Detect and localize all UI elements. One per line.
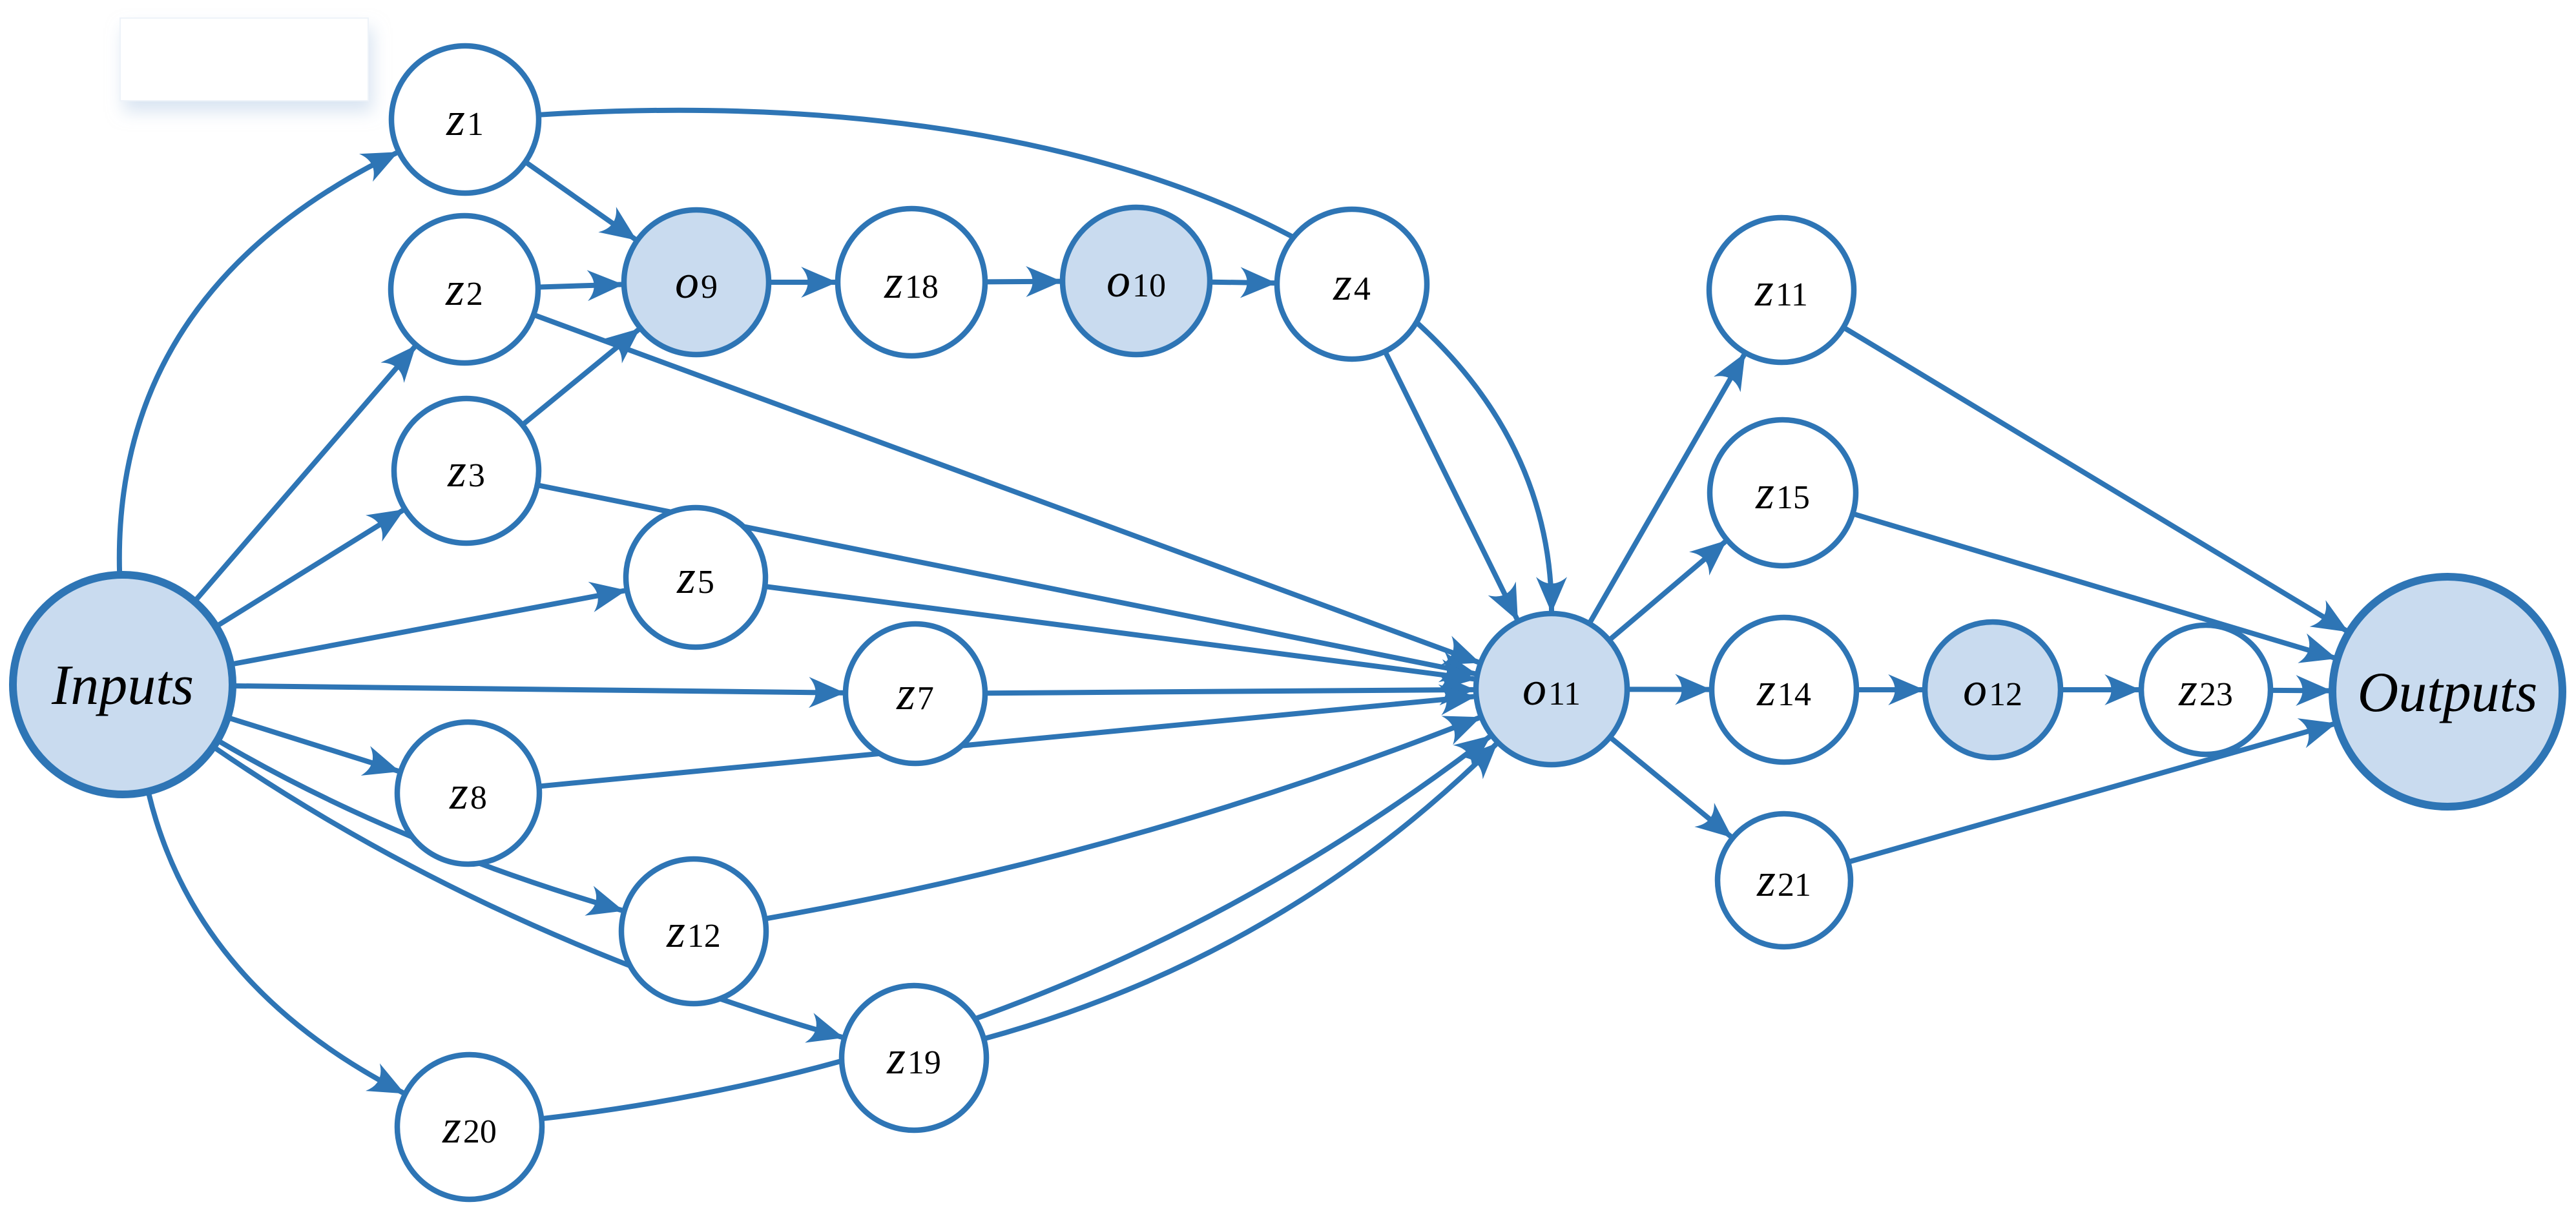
node-outputs-label: Outputs (2358, 661, 2538, 724)
edge-z5-o11 (765, 584, 1477, 690)
node-z20-label: z20 (442, 1101, 497, 1153)
node-z21: z21 (1714, 811, 1854, 950)
node-z5-label: z5 (676, 551, 714, 604)
node-z2: z2 (388, 212, 541, 366)
edge-z8-o11 (540, 684, 1476, 789)
node-o11-circle (1473, 610, 1630, 768)
node-z4: z4 (1274, 206, 1430, 362)
node-z4-circle (1274, 206, 1430, 362)
node-z18-circle (835, 205, 988, 359)
edge-z23-outputs (2271, 675, 2332, 707)
node-inputs-label: Inputs (51, 654, 194, 717)
node-o9-circle (621, 207, 772, 358)
node-o10-label: o10 (1106, 254, 1166, 307)
node-z15: z15 (1707, 417, 1859, 569)
node-z23-circle (2138, 622, 2274, 758)
node-z14-circle (1709, 614, 1860, 765)
node-z5: z5 (623, 504, 769, 650)
node-z18: z18 (835, 205, 988, 359)
node-z3-label: z3 (447, 444, 485, 497)
edge-inputs-z7 (233, 677, 846, 708)
edge-z12-o11 (765, 715, 1481, 922)
edge-z1-o9 (525, 160, 637, 242)
edge-z3-o9 (521, 327, 640, 426)
node-z7-circle (842, 621, 988, 767)
node-z21-circle (1714, 811, 1854, 950)
edge-o11-z15 (1608, 539, 1727, 642)
edge-inputs-z19 (213, 745, 844, 1043)
node-outputs: Outputs (2329, 573, 2566, 811)
node-z8-circle (394, 719, 543, 867)
node-o12: o12 (1922, 619, 2064, 761)
node-o10: o10 (1059, 204, 1213, 358)
node-z12-label: z12 (666, 905, 721, 958)
node-z1-label: z1 (446, 93, 484, 146)
edge-inputs-z3 (215, 508, 405, 628)
node-z12-circle (618, 856, 769, 1007)
edge-inputs-z20 (146, 792, 405, 1095)
edge-inputs-z2 (193, 345, 417, 603)
edge-inputs-z8 (227, 715, 400, 776)
node-z11-circle (1706, 214, 1857, 366)
edge-z15-outputs (1853, 512, 2337, 663)
node-z3: z3 (391, 395, 542, 546)
edge-inputs-z1 (116, 150, 399, 574)
edge-z21-outputs (1848, 718, 2337, 865)
node-z19: z19 (838, 982, 990, 1133)
node-z3-circle (391, 395, 542, 546)
node-z7-label: z7 (896, 667, 934, 720)
node-z21-label: z21 (1756, 854, 1811, 907)
edge-z2-o11 (534, 313, 1480, 665)
node-z5-circle (623, 504, 769, 650)
edge-z2-o9 (539, 270, 624, 302)
edge-z4-o11 (1383, 351, 1520, 621)
node-o12-label: o12 (1963, 663, 2022, 716)
edge-inputs-z5 (231, 581, 627, 667)
node-o11-label: o11 (1522, 663, 1581, 716)
edges-layer (116, 107, 2349, 1121)
node-z19-circle (838, 982, 990, 1133)
node-z11-label: z11 (1754, 264, 1808, 316)
node-z8-label: z8 (449, 767, 487, 820)
node-o11: o11 (1473, 610, 1630, 768)
node-z14: z14 (1709, 614, 1860, 765)
blank-text-box (119, 17, 369, 101)
node-z1: z1 (388, 43, 542, 196)
edge-o10-z4 (1210, 267, 1277, 298)
node-z8: z8 (394, 719, 543, 867)
node-z1-circle (388, 43, 542, 196)
node-o12-circle (1922, 619, 2064, 761)
node-inputs-circle (9, 571, 236, 798)
edge-z11-outputs (1843, 326, 2349, 634)
edge-z7-o11 (986, 674, 1476, 706)
node-z15-circle (1707, 417, 1859, 569)
edge-inputs-z12 (217, 738, 624, 916)
node-z23-label: z23 (2178, 663, 2233, 716)
node-z20-circle (394, 1051, 545, 1203)
node-o9: o9 (621, 207, 772, 358)
nodes-layer: Inputs z1 z2 z3 o9 z18 o10 z4 z5 z7 z8 z12 z19 z20 o11… (9, 43, 2566, 1203)
node-z12: z12 (618, 856, 769, 1007)
node-inputs: Inputs (9, 571, 236, 798)
node-z20: z20 (394, 1051, 545, 1203)
node-o10-circle (1059, 204, 1213, 358)
edge-z1-o11 (539, 107, 1567, 614)
node-z7: z7 (842, 621, 988, 767)
edge-o11-z11 (1587, 353, 1747, 624)
edge-o11-z21 (1609, 736, 1732, 839)
node-z4-label: z4 (1333, 258, 1371, 311)
node-z18-label: z18 (884, 256, 939, 309)
node-z14-label: z14 (1756, 663, 1811, 716)
edge-z20-o11 (542, 734, 1491, 1121)
node-outputs-circle (2329, 573, 2566, 811)
node-z23: z23 (2138, 622, 2274, 758)
node-z2-circle (388, 212, 541, 366)
node-z11: z11 (1706, 214, 1857, 366)
node-z2-label: z2 (445, 263, 483, 316)
node-o9-label: o9 (675, 256, 718, 309)
node-z15-label: z15 (1755, 466, 1810, 519)
edge-z19-o11 (984, 742, 1498, 1041)
node-z19-label: z19 (886, 1031, 941, 1084)
